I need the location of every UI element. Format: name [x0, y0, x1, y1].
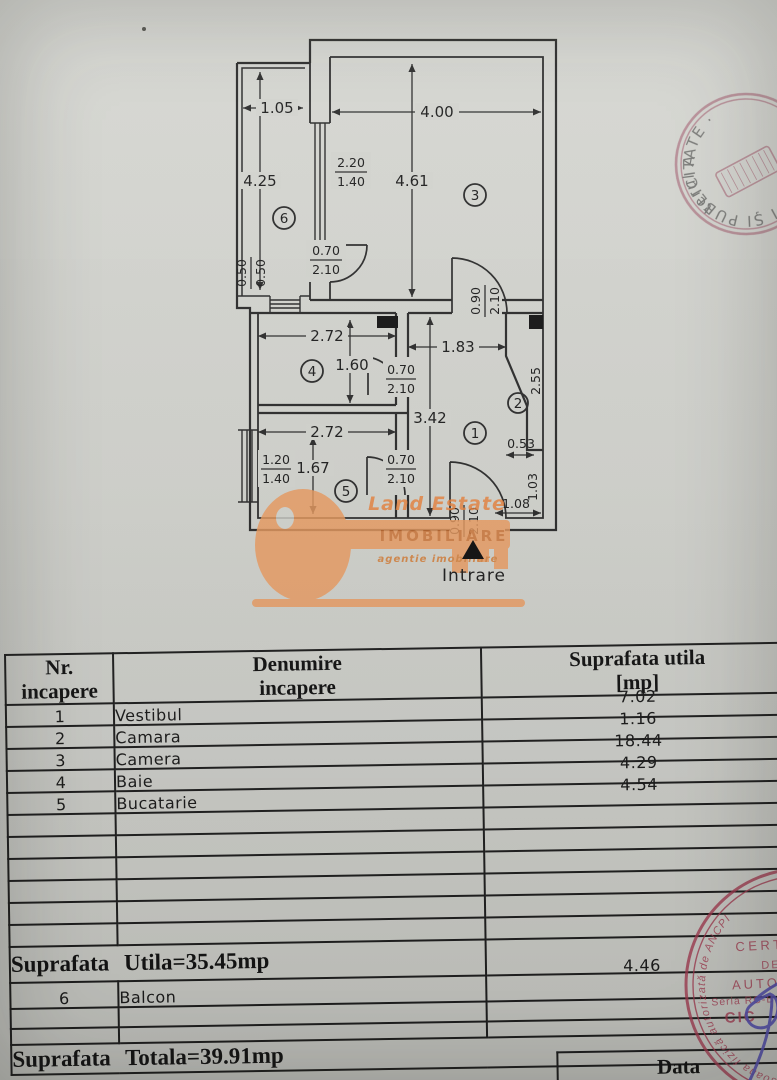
empty-cell: [7, 835, 117, 860]
empty-cell: [10, 1007, 119, 1030]
room-label-4: 4: [308, 364, 317, 380]
balcony-inner-rail: [237, 67, 310, 297]
row4-nr: 4: [6, 769, 116, 794]
svg-text:2.10: 2.10: [387, 381, 415, 396]
svg-text:2.10: 2.10: [312, 262, 340, 277]
svg-text:2.10: 2.10: [387, 471, 415, 486]
dim-room5-width: 2.72: [310, 423, 343, 441]
entrance-marker: Intrare: [442, 540, 506, 586]
label-parapet: 0.50 0.50: [234, 257, 268, 289]
svg-text:0.50: 0.50: [234, 259, 249, 287]
dim-hall-width: 1.83: [441, 338, 474, 356]
floorplan-drawing: 1.05 4.00 4.25 4.61 2.72 1.60 1.83 3.42 …: [0, 0, 777, 607]
room-labels: 1 2 3 4 5 6: [272, 183, 529, 503]
dim-alcove-width: 1.08: [502, 496, 530, 511]
entrance-arrow-icon: [462, 540, 484, 559]
dim-alcove-height: 1.03: [525, 473, 540, 501]
row6-nr: 6: [10, 981, 119, 1010]
dim-room3-height: 4.61: [395, 172, 428, 190]
empty-cell: [8, 857, 117, 882]
areas-table-wrap: Nr. incapere Denumire incapere Suprafata…: [4, 642, 777, 1080]
svg-text:2.10: 2.10: [487, 287, 502, 315]
cadastre-stamp-emblem: [715, 145, 777, 198]
balcony-room3-window: [310, 122, 330, 244]
empty-cell: [8, 901, 118, 926]
empty-cell: [9, 923, 118, 948]
watermark-underline: [252, 599, 525, 607]
shaft-room4: [377, 316, 398, 328]
data-label: Data: [656, 1054, 701, 1079]
watermark-brand-text: Land Estate: [368, 493, 506, 515]
shaft-room2: [529, 315, 543, 329]
empty-cell: [8, 879, 117, 904]
dim-room3-width: 4.00: [420, 103, 453, 121]
watermark-imobiliare-text: IMOBILIARE: [380, 527, 509, 545]
row2-nr: 2: [6, 725, 115, 750]
label-balcony-window: 2.20 1.40: [331, 152, 371, 189]
svg-text:2.20: 2.20: [337, 155, 365, 170]
label-room3-door: 0.90 2.10: [468, 285, 502, 317]
dim-room5-height: 1.67: [296, 459, 329, 477]
room3-door: [451, 257, 508, 314]
empty-cell: [10, 1027, 120, 1046]
hall-wall: [394, 313, 410, 518]
dimension-labels: 1.05 4.00 4.25 4.61 2.72 1.60 1.83 3.42 …: [240, 99, 543, 511]
dim-room2-width: 0.53: [507, 436, 535, 451]
room4-room5-wall: [258, 403, 408, 415]
room5-window: [238, 429, 258, 503]
header-nr-line1: Nr.: [45, 654, 74, 680]
agency-watermark: IMOBILIARE Land Estate agentie imobiliar…: [252, 489, 525, 607]
svg-text:1.40: 1.40: [262, 471, 290, 486]
room-label-2: 2: [514, 396, 523, 412]
svg-text:0.70: 0.70: [387, 362, 415, 377]
header-nr: Nr. incapere: [5, 653, 114, 706]
svg-text:0.70: 0.70: [387, 452, 415, 467]
dim-balcony-height: 4.25: [243, 172, 276, 190]
svg-text:1.40: 1.40: [337, 174, 365, 189]
label-room5-window: 1.20 1.40: [258, 450, 295, 487]
label-room4-door: 0.70 2.10: [383, 360, 420, 397]
empty-cell: [7, 813, 116, 838]
room-label-3: 3: [471, 188, 480, 204]
row5-nr: 5: [7, 791, 116, 816]
header-denumire: Denumire incapere: [113, 647, 482, 704]
svg-text:0.90: 0.90: [468, 287, 483, 315]
room-label-5: 5: [342, 484, 351, 500]
inner-wall: [257, 56, 544, 519]
balcony-parapet-window: [269, 296, 301, 312]
row3-nr: 3: [6, 747, 115, 772]
fraction-labels: 2.20 1.40 0.70 2.10 0.70 2.10 0.70 2.10: [234, 152, 502, 537]
mid-wall: [250, 298, 543, 315]
header-nr-line2: incapere: [21, 678, 99, 704]
dim-room4-height: 1.60: [335, 356, 368, 374]
label-room5-door: 0.70 2.10: [383, 450, 420, 487]
row1-nr: 1: [5, 703, 115, 728]
svg-text:0.50: 0.50: [253, 259, 268, 287]
areas-table: Nr. incapere Denumire incapere Suprafata…: [4, 642, 777, 1077]
dim-room4-width: 2.72: [310, 327, 343, 345]
entrance-label: Intrare: [442, 566, 506, 586]
paper-speck: [142, 27, 146, 31]
dim-room2-height: 2.55: [528, 367, 543, 395]
svg-text:0.70: 0.70: [312, 243, 340, 258]
key-logo-icon: [255, 489, 510, 601]
dim-hall-height: 3.42: [413, 409, 446, 427]
watermark-tagline-text: agentie imobiliare: [378, 554, 499, 565]
data-signature-box: Data: [556, 1047, 777, 1080]
room-label-1: 1: [471, 426, 480, 442]
dim-balcony-width: 1.05: [260, 99, 293, 117]
room-label-6: 6: [280, 211, 289, 227]
entrance-door: [449, 461, 507, 519]
label-balcony-door: 0.70 2.10: [306, 240, 346, 277]
svg-text:1.20: 1.20: [262, 452, 290, 467]
